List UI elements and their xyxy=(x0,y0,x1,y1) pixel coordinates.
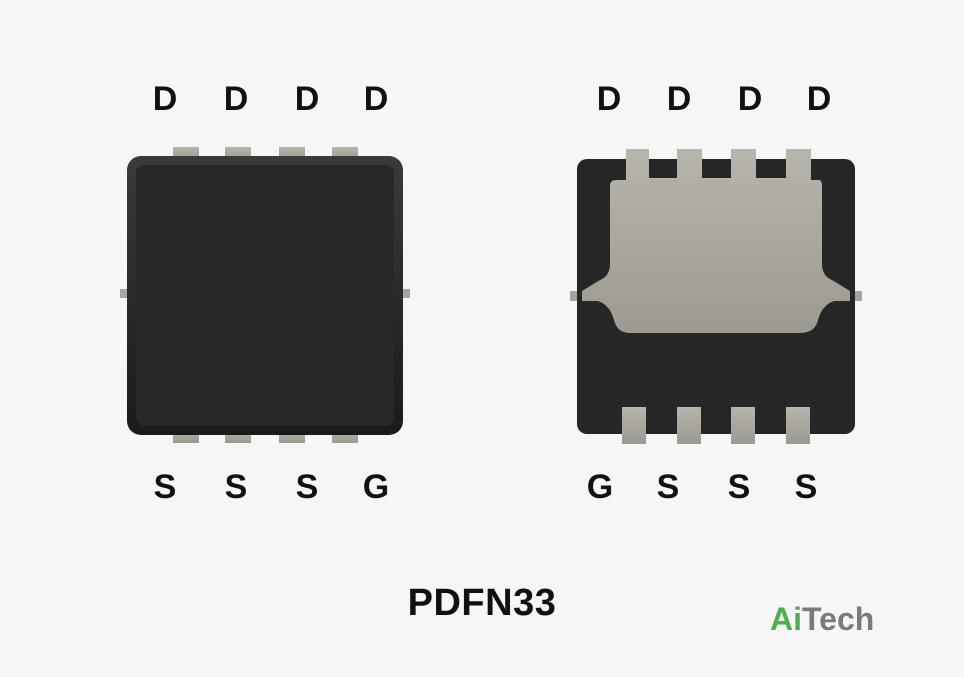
top-view-pin-label-top-1: D xyxy=(152,80,178,118)
bottom-view-pin-label-top-3: D xyxy=(737,80,763,118)
bottom-view-package xyxy=(570,149,862,444)
bottom-view-pin-label-bottom-4: S xyxy=(794,468,818,506)
top-view-pin-label-bottom-2: S xyxy=(224,468,248,506)
top-view-package xyxy=(120,147,410,443)
brand-logo-tech: Tech xyxy=(802,601,875,637)
bottom-view-pin-label-bottom-1: G xyxy=(586,468,614,506)
bottom-view-pin-label-bottom-2: S xyxy=(656,468,680,506)
bottom-view-pin-label-top-2: D xyxy=(666,80,692,118)
package-name: PDFN33 xyxy=(407,582,557,624)
top-view-pin-label-bottom-1: S xyxy=(153,468,177,506)
bottom-view-pin-label-top-4: D xyxy=(806,80,832,118)
bottom-view-pin-label-top-1: D xyxy=(596,80,622,118)
brand-logo: AiTech xyxy=(770,602,874,636)
top-view-pin-label-top-4: D xyxy=(363,80,389,118)
bottom-view-pin-label-bottom-3: S xyxy=(727,468,751,506)
top-view-pin-label-top-3: D xyxy=(294,80,320,118)
top-view-left-tab xyxy=(120,289,132,298)
bottom-view-bottom-pads xyxy=(622,407,810,444)
top-view-pin-label-bottom-3: S xyxy=(295,468,319,506)
top-view-right-tab xyxy=(398,289,410,298)
bottom-view-drain-pad xyxy=(582,149,850,333)
top-view-pin-label-bottom-4: G xyxy=(362,468,390,506)
brand-logo-ai: Ai xyxy=(770,601,802,637)
top-view-pin-label-top-2: D xyxy=(223,80,249,118)
